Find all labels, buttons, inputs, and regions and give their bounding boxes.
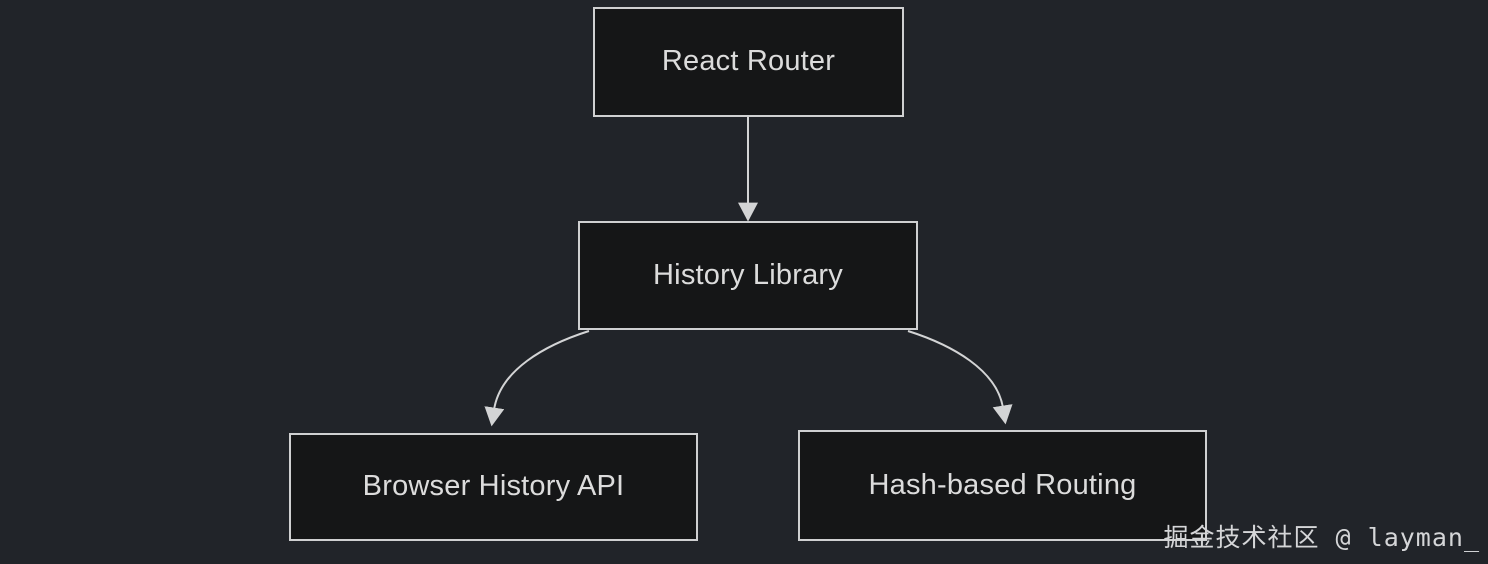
node-browser-history-api-label: Browser History API [362,470,625,503]
node-react-router[interactable]: React Router [593,7,904,117]
node-history-library[interactable]: History Library [578,221,918,330]
node-react-router-label: React Router [661,45,836,78]
node-hash-based-routing-label: Hash-based Routing [868,468,1137,501]
watermark-text: 掘金技术社区 @ layman_ [1163,523,1480,552]
node-history-library-label: History Library [653,258,843,291]
edge-history-library-to-browser-history-api [484,330,590,427]
edge-history-library-to-hash-based-routing [907,330,1013,425]
node-browser-history-api[interactable]: Browser History API [289,433,698,541]
node-hash-based-routing[interactable]: Hash-based Routing [798,430,1207,541]
